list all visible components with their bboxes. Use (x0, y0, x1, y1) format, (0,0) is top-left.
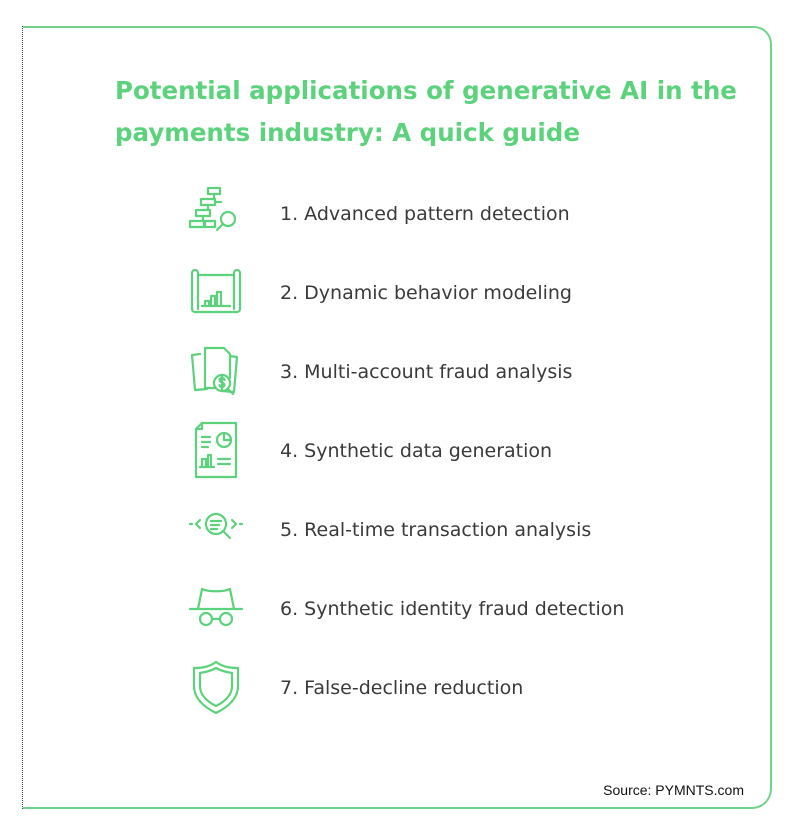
item-label: 7. False-decline reduction (280, 677, 524, 699)
item-label: 1. Advanced pattern detection (280, 203, 570, 225)
documents-dollar-search-icon (190, 346, 239, 396)
list-item: 3. Multi-account fraud analysis (186, 342, 572, 402)
item-label: 5. Real-time transaction analysis (280, 519, 592, 541)
spy-hat-glasses-icon (188, 587, 244, 627)
item-label: 2. Dynamic behavior modeling (280, 282, 572, 304)
source-caption: Source: PYMNTS.com (603, 782, 744, 798)
list-item: 6. Synthetic identity fraud detection (186, 579, 624, 639)
list-item: 4. Synthetic data generation (186, 421, 552, 481)
list-item: 2. Dynamic behavior modeling (186, 263, 572, 323)
hierarchy-search-icon (188, 186, 237, 232)
chart-scroll-icon (190, 268, 242, 314)
card-frame (23, 26, 772, 809)
list-item: 7. False-decline reduction (186, 658, 523, 718)
report-document-icon (194, 421, 238, 479)
list-item: 1. Advanced pattern detection (186, 184, 570, 244)
item-label: 3. Multi-account fraud analysis (280, 361, 573, 383)
dotted-divider (22, 26, 23, 809)
list-item: 5. Real-time transaction analysis (186, 500, 591, 560)
arrows-search-icon (188, 512, 244, 540)
page-title: Potential applications of generative AI … (115, 76, 737, 147)
item-label: 6. Synthetic identity fraud detection (280, 598, 625, 620)
shield-icon (192, 660, 240, 715)
item-label: 4. Synthetic data generation (280, 440, 553, 462)
